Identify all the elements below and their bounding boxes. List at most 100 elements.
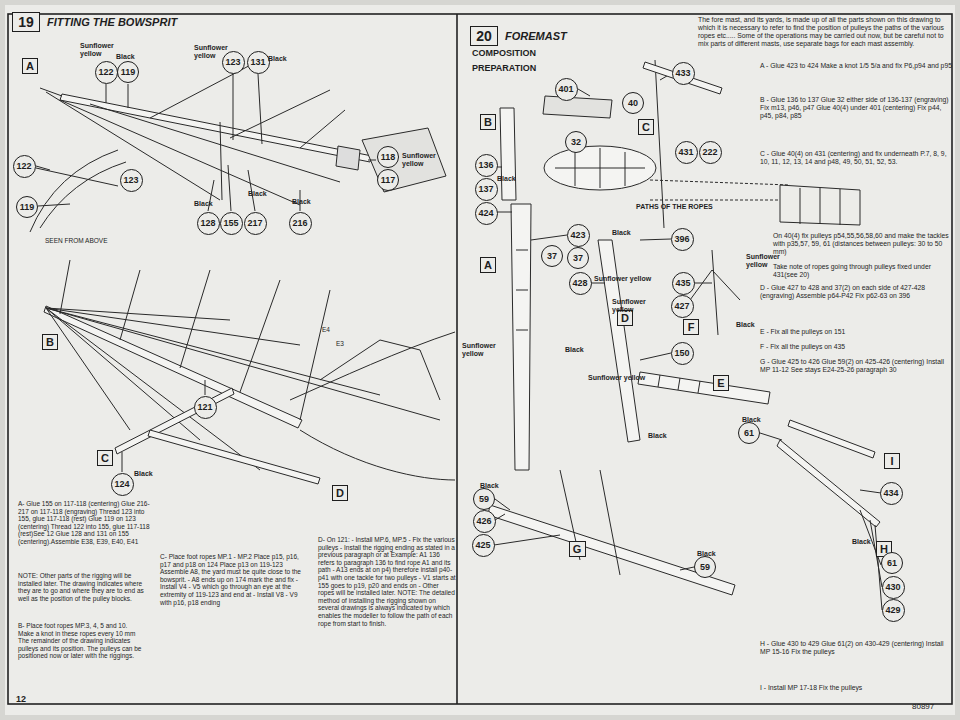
drawing-label: Black [565, 346, 584, 354]
part-number-circle: 137 [475, 178, 498, 201]
rigging-drawing-part [300, 290, 330, 420]
foremast-drawing-part [712, 250, 718, 335]
step-number: 20 [476, 28, 492, 44]
part-number-circle: 435 [672, 272, 695, 295]
foremast-drawing-part [625, 152, 626, 186]
bowsprit-drawing-part [36, 168, 118, 186]
bowsprit-drawing-part [106, 84, 107, 103]
instruction-text: Sunflower yellow [612, 298, 652, 314]
part-number-circle: 122 [95, 61, 118, 84]
instruction-text: The fore mast, and its yards, is made up… [698, 16, 953, 48]
panel-frame-part [8, 14, 952, 704]
callout-number: 61 [887, 558, 897, 568]
view-letter-box: A [480, 257, 496, 273]
foremast-drawing-part [840, 189, 841, 225]
rigging-drawing-part [46, 308, 260, 470]
bowsprit-drawing-part [60, 94, 372, 162]
instruction-text: C - Glue 40(4) on 431 (centering) and fi… [760, 150, 952, 166]
drawing-label: Black [612, 229, 631, 237]
callout-number: 40 [628, 98, 638, 108]
view-letter: C [101, 452, 109, 464]
foremast-drawing-part [780, 185, 860, 225]
bowsprit-drawing-part [228, 165, 231, 211]
foremast-drawing-part [578, 89, 590, 96]
foremast-drawing-part [531, 235, 567, 240]
view-letter: A [484, 259, 492, 271]
view-letter: B [484, 116, 492, 128]
callout-number: 122 [16, 161, 31, 171]
callout-number: 434 [883, 488, 898, 498]
callout-number: 122 [98, 67, 113, 77]
drawing-label: Black [248, 190, 267, 198]
foremast-drawing-part [516, 330, 528, 331]
foremast-drawing-part [495, 499, 510, 510]
instruction-text: A- Glue 155 on 117-118 (centering) Glue … [18, 500, 153, 546]
bowsprit-drawing-part [38, 204, 70, 206]
part-number-circle: 117 [377, 169, 399, 191]
callout-number: 150 [674, 348, 689, 358]
view-letter: B [46, 336, 54, 348]
part-number-circle: 423 [567, 224, 590, 247]
part-number-circle: 37 [567, 247, 589, 269]
part-number-circle: 429 [882, 599, 905, 622]
part-number-circle: 37 [541, 245, 563, 267]
part-number-circle: 155 [220, 212, 243, 235]
callout-number: 59 [479, 494, 489, 504]
foremast-drawing-part [516, 250, 528, 251]
rigging-drawing-part [122, 452, 123, 472]
rigging-drawing-part [60, 260, 70, 314]
part-number-circle: 401 [555, 78, 578, 101]
drawing-label: Black [194, 200, 213, 208]
part-number-circle: 427 [671, 295, 694, 318]
foremast-drawing-part [516, 290, 528, 291]
view-letter: C [642, 121, 650, 133]
foremast-drawing-part [658, 375, 660, 387]
callout-number: 117 [381, 175, 396, 185]
drawing-label: 80897 [912, 702, 934, 711]
callout-number: 424 [478, 208, 493, 218]
instruction-text: C- Place foot ropes MP.1 - MP.2 Place p1… [160, 553, 310, 606]
foremast-drawing-part [712, 270, 740, 300]
callout-number: 32 [571, 137, 581, 147]
rigging-drawing-part [320, 340, 440, 400]
bowsprit-drawing-part [128, 84, 129, 108]
view-letter: F [688, 321, 695, 333]
view-letter-box: F [683, 319, 699, 335]
part-number-circle: 396 [671, 228, 694, 251]
bowsprit-drawing-part [30, 150, 118, 232]
instruction-text: A - Glue 423 to 424 Make a knot 1/5 5/a … [760, 62, 952, 70]
drawing-label: Black [292, 198, 311, 206]
part-number-circle: 136 [475, 154, 498, 177]
instruction-text: D - Glue 427 to 428 and 37(2) on each si… [760, 284, 952, 300]
callout-number: 423 [570, 230, 585, 240]
instruction-text: D- On 121: - Install MP.6, MP.5 - Fix th… [318, 536, 456, 627]
callout-number: 124 [114, 479, 129, 489]
panel-frame [8, 14, 952, 704]
part-number-circle: 128 [197, 212, 220, 235]
view-letter: A [26, 60, 34, 72]
drawing-label: E3 [336, 340, 344, 348]
foremast-drawing-part [495, 514, 505, 520]
drawing-label: COMPOSITION [472, 48, 536, 59]
foremast-drawing-part [777, 440, 880, 527]
rigging-drawing-part [300, 430, 455, 480]
callout-number: 433 [675, 68, 690, 78]
drawing-label: Black [852, 538, 871, 546]
foremast-drawing-part [488, 505, 735, 595]
callout-number: 155 [223, 218, 238, 228]
foremast-drawing-part [650, 180, 790, 185]
bowsprit-drawing-part [36, 166, 50, 170]
part-number-circle: 131 [247, 51, 270, 74]
callout-number: 61 [744, 428, 754, 438]
rigging-drawing [44, 260, 455, 484]
foremast-drawing-part [680, 567, 694, 570]
callout-number: 430 [885, 582, 900, 592]
drawing-label: E4 [322, 326, 330, 334]
callout-number: 137 [478, 184, 493, 194]
part-number-circle: 40 [622, 92, 644, 114]
callout-number: 426 [476, 516, 491, 526]
foremast-drawing-part [678, 378, 680, 390]
foremast-drawing-part [600, 148, 601, 188]
view-letter-box: C [638, 119, 654, 135]
